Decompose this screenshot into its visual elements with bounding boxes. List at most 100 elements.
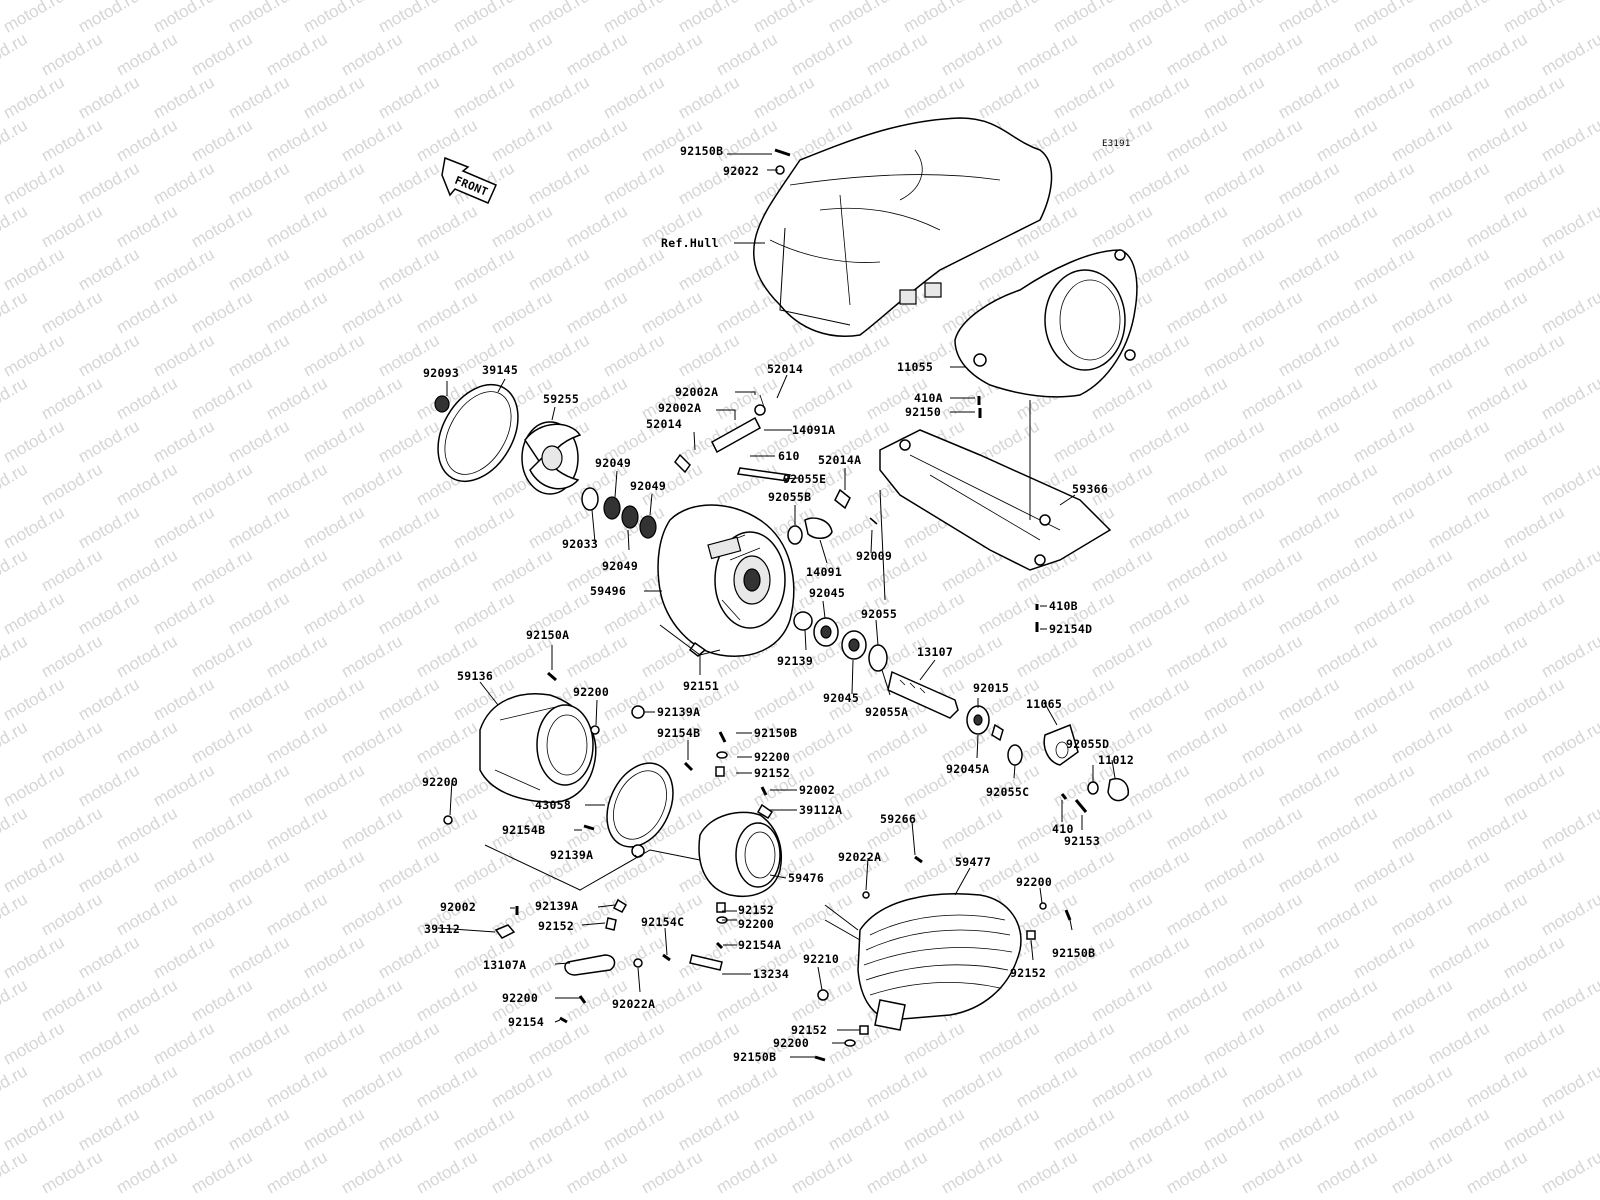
bolt-92002-a (760, 786, 768, 796)
label-92002A-b: 92002A (658, 401, 701, 415)
label-92139A-a: 92139A (657, 705, 700, 719)
label-610: 610 (778, 449, 800, 463)
bolt-92150B-r (1064, 909, 1072, 921)
label-39112: 39112 (424, 922, 460, 936)
label-92055C: 92055C (986, 785, 1029, 799)
label-92002-b: 92002 (440, 900, 476, 914)
pump-cover-11055 (954, 249, 1138, 398)
label-92022-top: 92022 (723, 164, 759, 178)
link-39112 (494, 924, 516, 939)
label-43058: 43058 (535, 798, 571, 812)
label-92055: 92055 (861, 607, 897, 621)
label-92152-d: 92152 (1010, 966, 1046, 980)
o-ring-92033 (581, 487, 599, 511)
bolt-92154C (662, 953, 671, 962)
label-52014-b: 52014 (646, 417, 682, 431)
steering-nozzle-59476 (698, 811, 782, 897)
bolt-92150B-bot (814, 1055, 826, 1062)
collar-92152-b (716, 902, 726, 913)
bolt-92210 (817, 989, 829, 1001)
label-92045-a: 92045 (809, 586, 845, 600)
oil-seal-92049-a (603, 496, 621, 520)
label-410: 410 (1052, 822, 1074, 836)
label-92154A: 92154A (738, 938, 781, 952)
label-92210: 92210 (803, 952, 839, 966)
label-92200-b: 92200 (754, 750, 790, 764)
label-92200-f: 92200 (502, 991, 538, 1005)
nut-410 (1060, 793, 1068, 800)
label-14091A: 14091A (792, 423, 835, 437)
washer-92200-a (590, 725, 600, 735)
label-92153: 92153 (1064, 834, 1100, 848)
pivot-shaft-13234 (689, 954, 723, 971)
label-92009: 92009 (856, 549, 892, 563)
label-410A: 410A (914, 391, 943, 405)
washer-92200-e (1039, 902, 1047, 910)
label-92200-e: 92200 (1016, 875, 1052, 889)
fitting-52014A (834, 488, 851, 510)
ride-plate-59366 (879, 429, 1112, 571)
label-92150B-bot: 92150B (733, 1050, 776, 1064)
label-59366: 59366 (1072, 482, 1108, 496)
label-92150: 92150 (905, 405, 941, 419)
bolt-92150B-mid (718, 731, 727, 743)
label-52014A: 52014A (818, 453, 861, 467)
sleeve-92139 (793, 611, 813, 631)
hull-outline (753, 117, 1053, 337)
label-92152-a: 92152 (754, 766, 790, 780)
wear-ring-39145 (437, 383, 519, 483)
washer-92200-f (578, 995, 587, 1004)
o-ring-92055D (1087, 781, 1099, 795)
label-14091: 14091 (806, 565, 842, 579)
collar-92152-c (605, 917, 617, 931)
cap-11065 (1043, 723, 1079, 766)
label-92200-a: 92200 (573, 685, 609, 699)
label-11055: 11055 (897, 360, 933, 374)
label-92045A: 92045A (946, 762, 989, 776)
plate-14091 (804, 517, 833, 539)
bolt-92009 (869, 517, 878, 525)
label-92015: 92015 (973, 681, 1009, 695)
collar-92152-a (715, 766, 725, 777)
label-92049-a: 92049 (595, 456, 631, 470)
label-13234: 13234 (753, 967, 789, 981)
nut-92015 (991, 723, 1004, 742)
label-92022A-b: 92022A (612, 997, 655, 1011)
band-92055E (737, 467, 791, 482)
oil-seal-92049-b (621, 505, 639, 529)
label-92200-c: 92200 (422, 775, 458, 789)
washer-92022A-a (862, 891, 870, 899)
label-ref-hull: Ref.Hull (661, 236, 719, 250)
bushing-92139A-a (631, 705, 645, 719)
diagram-code: E3191 (1102, 139, 1131, 149)
label-92200-g: 92200 (773, 1036, 809, 1050)
reverse-bucket-59477 (857, 893, 1022, 1031)
ring-43058 (606, 762, 674, 848)
label-92200-d: 92200 (738, 917, 774, 931)
bolt-92154B-b (583, 824, 595, 831)
label-92002A-a: 92002A (675, 385, 718, 399)
label-39145: 39145 (482, 363, 518, 377)
label-59476: 59476 (788, 871, 824, 885)
label-11012: 11012 (1098, 753, 1134, 767)
nut-92093 (434, 395, 450, 413)
label-59477: 59477 (955, 855, 991, 869)
label-92152-c: 92152 (538, 919, 574, 933)
label-92154B-a: 92154B (657, 726, 700, 740)
fitting-59266 (914, 855, 923, 864)
label-39112A: 39112A (799, 803, 842, 817)
label-92152-b: 92152 (738, 903, 774, 917)
label-52014-a: 52014 (767, 362, 803, 376)
label-13107A: 13107A (483, 958, 526, 972)
pump-case-59496 (657, 504, 795, 657)
label-92154B-b: 92154B (502, 823, 545, 837)
bolt-92154A (715, 941, 724, 950)
o-ring-92055 (868, 644, 888, 672)
collar-92152-e (859, 1025, 869, 1035)
label-92049-b: 92049 (630, 479, 666, 493)
nozzle-59136 (479, 693, 597, 804)
label-92045-b: 92045 (823, 691, 859, 705)
label-59266: 59266 (880, 812, 916, 826)
label-92150B-top: 92150B (680, 144, 723, 158)
label-59255: 59255 (543, 392, 579, 406)
